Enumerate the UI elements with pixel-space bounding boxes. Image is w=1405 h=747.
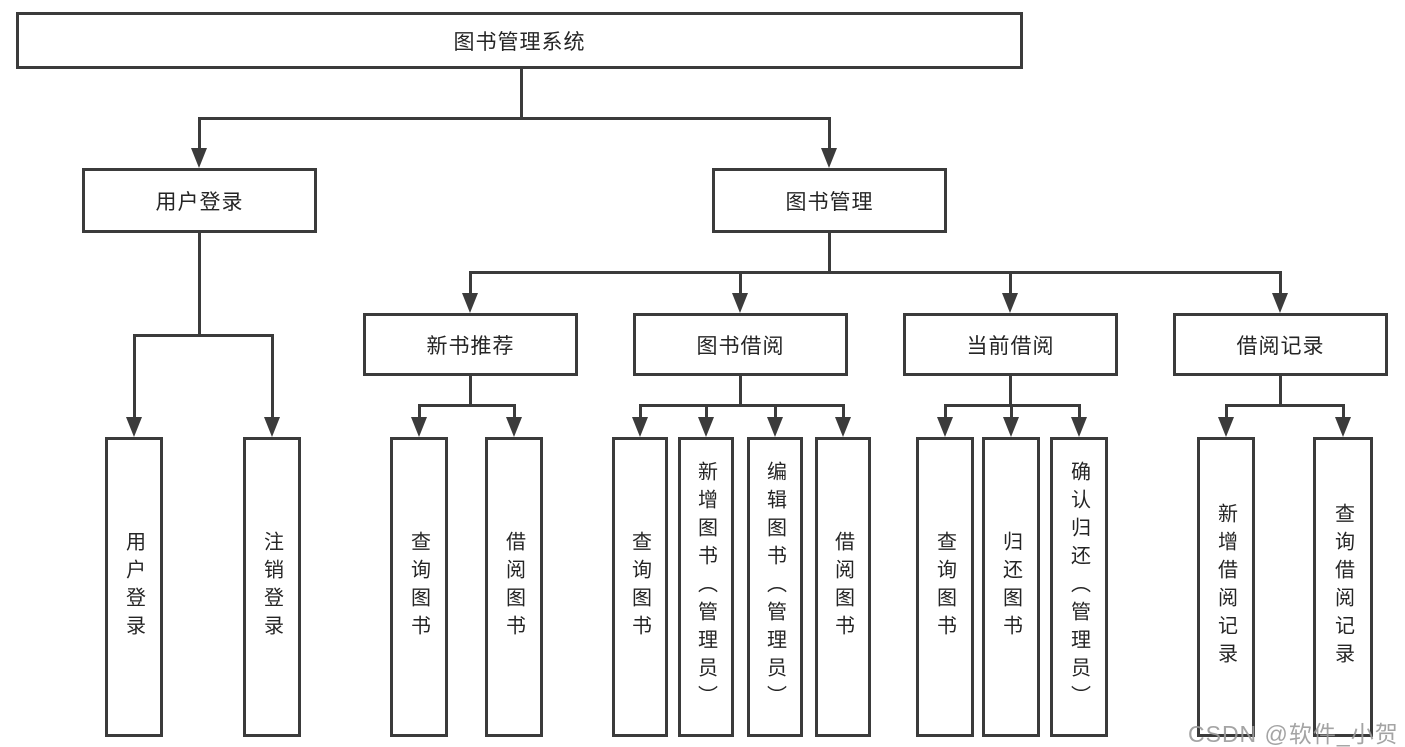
- connector-book-management-stem: [828, 232, 831, 274]
- arrowhead-leaf-logout: [264, 417, 280, 437]
- connector-drop-borrowing-records: [1279, 271, 1282, 299]
- node-current-borrowing-label: 当前借阅: [966, 334, 1055, 358]
- leaf-edit-books-admin-label: 编辑图书（管理员）: [763, 461, 786, 713]
- node-library-system: 图书管理系统: [16, 12, 1023, 69]
- leaf-user-login-label: 用户登录: [122, 531, 145, 643]
- leaf-borrow-books-borrowing: 借阅图书: [815, 437, 871, 737]
- arrowhead-b2: [506, 417, 522, 437]
- connector-drop-b1: [418, 404, 421, 420]
- connector-borrowing-records-stem: [1279, 374, 1282, 407]
- node-user-login: 用户登录: [82, 168, 317, 233]
- node-library-system-label: 图书管理系统: [453, 30, 586, 54]
- arrowhead-current-borrowing: [1002, 293, 1018, 313]
- connector-new-book-rail: [419, 404, 515, 407]
- leaf-query-books-recommend-label: 查询图书: [407, 531, 430, 643]
- connector-book-borrowing-stem: [739, 374, 742, 407]
- arrowhead-c3: [767, 417, 783, 437]
- leaf-confirm-return-admin-label: 确认归还（管理员）: [1067, 461, 1090, 713]
- leaf-return-books: 归还图书: [982, 437, 1040, 737]
- arrowhead-new-book: [462, 293, 478, 313]
- arrowhead-book-borrowing: [732, 293, 748, 313]
- leaf-query-borrowing-record-label: 查询借阅记录: [1331, 503, 1354, 671]
- connector-drop-d2: [1010, 404, 1013, 420]
- arrowhead-book-management: [821, 148, 837, 168]
- arrowhead-e1: [1218, 417, 1234, 437]
- leaf-query-books-borrowing-label: 查询图书: [628, 531, 651, 643]
- node-new-book-recommendation-label: 新书推荐: [426, 334, 515, 358]
- arrowhead-c4: [835, 417, 851, 437]
- leaf-add-borrowing-record: 新增借阅记录: [1197, 437, 1255, 737]
- connector-new-book-stem: [469, 374, 472, 407]
- connector-drop-e1: [1225, 404, 1228, 420]
- connector-root-stem: [520, 69, 523, 120]
- node-book-management-label: 图书管理: [785, 190, 874, 214]
- node-borrowing-records: 借阅记录: [1173, 313, 1388, 376]
- arrowhead-d3: [1071, 417, 1087, 437]
- arrowhead-d1: [937, 417, 953, 437]
- node-book-borrowing: 图书借阅: [633, 313, 848, 376]
- leaf-borrow-books-recommend: 借阅图书: [485, 437, 543, 737]
- watermark: CSDN @软件_小贺同学: [1188, 721, 1399, 747]
- leaf-borrow-books-recommend-label: 借阅图书: [502, 531, 525, 643]
- arrowhead-leaf-user-login: [126, 417, 142, 437]
- leaf-add-borrowing-record-label: 新增借阅记录: [1214, 503, 1237, 671]
- connector-drop-leaf-logout: [271, 334, 274, 424]
- leaf-add-books-admin-label: 新增图书（管理员）: [694, 461, 717, 713]
- leaf-query-books-current-label: 查询图书: [933, 531, 956, 643]
- arrowhead-b1: [411, 417, 427, 437]
- leaf-logout: 注销登录: [243, 437, 301, 737]
- leaf-borrow-books-borrowing-label: 借阅图书: [831, 531, 854, 643]
- connector-drop-c3: [774, 404, 777, 420]
- leaf-query-books-current: 查询图书: [916, 437, 974, 737]
- connector-level2-rail: [470, 271, 1281, 274]
- leaf-query-borrowing-record: 查询借阅记录: [1313, 437, 1373, 737]
- leaf-confirm-return-admin: 确认归还（管理员）: [1050, 437, 1108, 737]
- arrowhead-user-login: [191, 148, 207, 168]
- connector-drop-book-management: [828, 117, 831, 155]
- connector-drop-current-borrowing: [1009, 271, 1012, 299]
- connector-drop-book-borrowing: [739, 271, 742, 299]
- arrowhead-c2: [698, 417, 714, 437]
- leaf-query-books-borrowing: 查询图书: [612, 437, 668, 737]
- connector-borrowing-records-rail: [1226, 404, 1344, 407]
- connector-level1-rail: [199, 117, 830, 120]
- node-user-login-label: 用户登录: [155, 190, 244, 214]
- connector-drop-user-login: [198, 117, 201, 155]
- connector-user-login-stem: [198, 232, 201, 337]
- leaf-user-login: 用户登录: [105, 437, 163, 737]
- connector-drop-c2: [705, 404, 708, 420]
- connector-drop-c1: [639, 404, 642, 420]
- connector-current-borrowing-stem: [1009, 374, 1012, 407]
- arrowhead-c1: [632, 417, 648, 437]
- leaf-edit-books-admin: 编辑图书（管理员）: [747, 437, 803, 737]
- connector-drop-b2: [513, 404, 516, 420]
- node-borrowing-records-label: 借阅记录: [1236, 334, 1325, 358]
- node-current-borrowing: 当前借阅: [903, 313, 1118, 376]
- node-book-management: 图书管理: [712, 168, 947, 233]
- leaf-return-books-label: 归还图书: [999, 531, 1022, 643]
- leaf-logout-label: 注销登录: [260, 531, 283, 643]
- arrowhead-d2: [1003, 417, 1019, 437]
- leaf-add-books-admin: 新增图书（管理员）: [678, 437, 734, 737]
- node-book-borrowing-label: 图书借阅: [696, 334, 785, 358]
- connector-drop-d3: [1078, 404, 1081, 420]
- node-new-book-recommendation: 新书推荐: [363, 313, 578, 376]
- connector-user-login-rail: [134, 334, 273, 337]
- connector-drop-new-book: [469, 271, 472, 299]
- connector-drop-leaf-user-login: [133, 334, 136, 424]
- arrowhead-e2: [1335, 417, 1351, 437]
- connector-drop-c4: [842, 404, 845, 420]
- connector-book-borrowing-rail: [640, 404, 844, 407]
- connector-drop-d1: [944, 404, 947, 420]
- arrowhead-borrowing-records: [1272, 293, 1288, 313]
- connector-drop-e2: [1342, 404, 1345, 420]
- leaf-query-books-recommend: 查询图书: [390, 437, 448, 737]
